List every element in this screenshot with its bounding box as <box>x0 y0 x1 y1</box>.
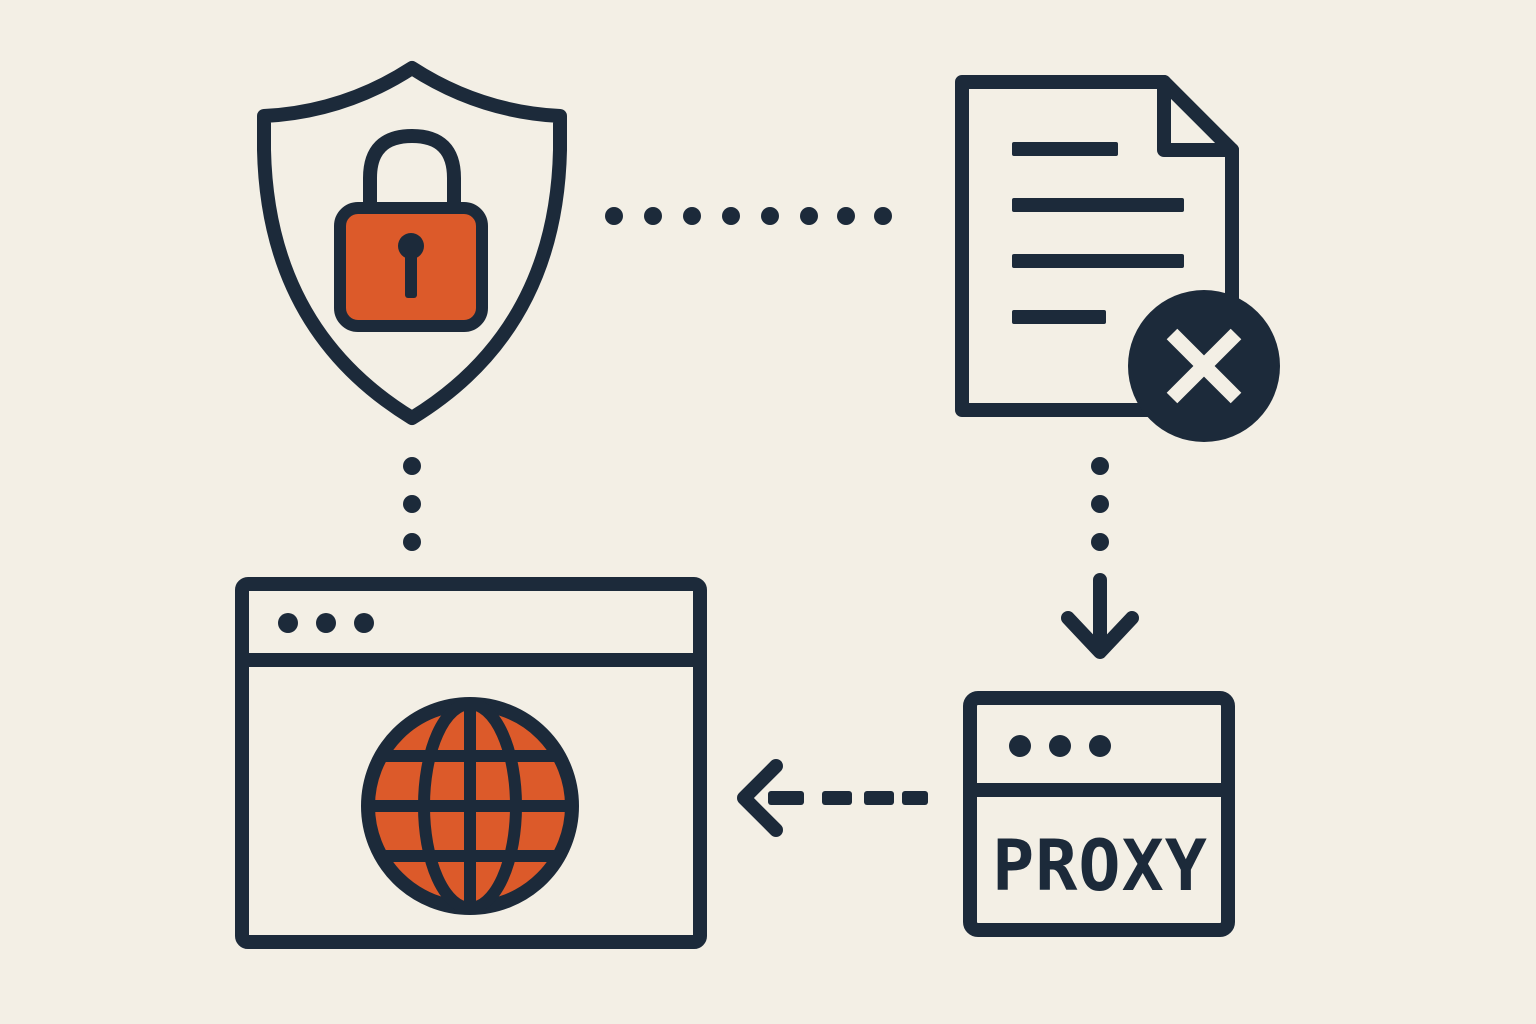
document-fold <box>1157 75 1239 157</box>
connector-document-proxy <box>1061 457 1139 659</box>
proxy-window-icon: PROXY <box>963 691 1235 937</box>
arrow-left-icon <box>737 759 783 837</box>
proxy-window-dots <box>1009 735 1111 757</box>
document-error-icon <box>955 75 1280 442</box>
padlock-shackle <box>363 129 461 219</box>
browser-window-dots <box>278 613 374 633</box>
shield-outline <box>257 61 567 425</box>
proxy-label: PROXY <box>992 825 1208 907</box>
proxy-window-frame <box>963 691 1235 937</box>
shield-lock-icon <box>257 61 567 425</box>
browser-window-frame <box>235 577 707 949</box>
connector-shield-document <box>605 207 892 225</box>
keyhole-icon <box>398 233 424 259</box>
browser-globe-icon <box>235 577 707 949</box>
connector-shield-browser <box>403 457 421 551</box>
connector-proxy-browser <box>737 759 928 837</box>
keyhole-slot <box>405 250 417 298</box>
arrow-down-icon <box>1061 611 1139 659</box>
close-icon <box>1166 328 1242 404</box>
document-outline <box>955 75 1239 417</box>
document-lines <box>1012 142 1184 324</box>
globe-icon <box>361 697 579 915</box>
